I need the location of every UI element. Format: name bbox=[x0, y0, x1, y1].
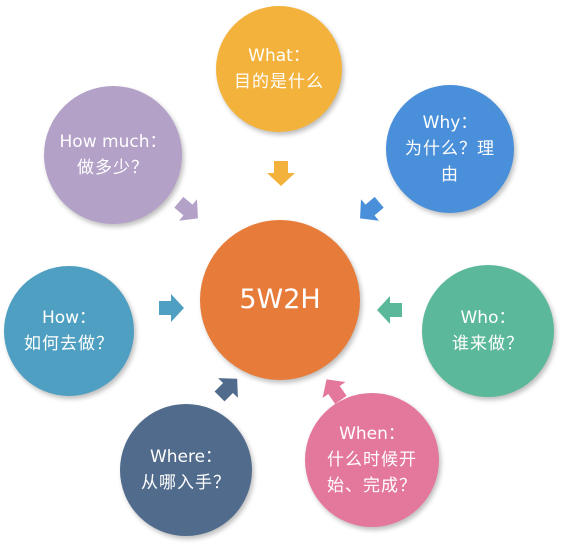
node-how-much-text: 做多少？ bbox=[77, 158, 149, 178]
node-what: What： 目的是什么 bbox=[216, 6, 342, 132]
node-why-text-2: 由 bbox=[441, 165, 459, 185]
node-how-much-title: How much： bbox=[59, 132, 167, 152]
arrow-from-who bbox=[377, 296, 402, 324]
node-when-title: When： bbox=[339, 424, 405, 444]
arrow-why-shape bbox=[360, 196, 384, 221]
arrow-from-what bbox=[267, 161, 295, 186]
node-who-title: Who： bbox=[460, 308, 516, 328]
arrow-how-much-shape bbox=[174, 196, 198, 221]
node-how-title: How： bbox=[41, 308, 97, 328]
node-why-title: Why： bbox=[422, 113, 478, 133]
center-label: 5W2H bbox=[239, 284, 321, 315]
node-where: Where： 从哪入手？ bbox=[120, 404, 252, 536]
node-when-text-2: 始、完成？ bbox=[327, 476, 417, 496]
node-what-title: What： bbox=[248, 46, 310, 66]
node-why: Why： 为什么？理 由 bbox=[386, 85, 514, 213]
node-how: How： 如何去做？ bbox=[4, 266, 134, 396]
node-who-text: 谁来做？ bbox=[452, 334, 524, 354]
node-what-text: 目的是什么 bbox=[234, 72, 324, 92]
node-where-text: 从哪入手？ bbox=[141, 473, 231, 493]
node-how-much: How much： 做多少？ bbox=[44, 86, 182, 224]
arrow-what-shape bbox=[267, 161, 295, 186]
node-why-text: 为什么？理 bbox=[405, 139, 495, 159]
node-how-text: 如何去做？ bbox=[24, 334, 114, 354]
node-who: Who： 谁来做？ bbox=[422, 265, 554, 397]
arrow-where-shape bbox=[214, 378, 238, 402]
arrow-from-why bbox=[360, 196, 384, 221]
arrow-from-when bbox=[322, 379, 347, 404]
arrow-how-shape bbox=[159, 294, 184, 322]
node-when-text: 什么时候开 bbox=[327, 450, 417, 470]
arrow-from-where bbox=[214, 378, 238, 402]
node-where-title: Where： bbox=[149, 447, 223, 467]
node-when: When： 什么时候开 始、完成？ bbox=[305, 393, 439, 527]
arrow-from-how-much bbox=[174, 196, 198, 221]
arrow-from-how bbox=[159, 294, 184, 322]
arrow-when-shape bbox=[322, 379, 347, 404]
arrow-who-shape bbox=[377, 296, 402, 324]
center-node: 5W2H bbox=[200, 220, 360, 380]
